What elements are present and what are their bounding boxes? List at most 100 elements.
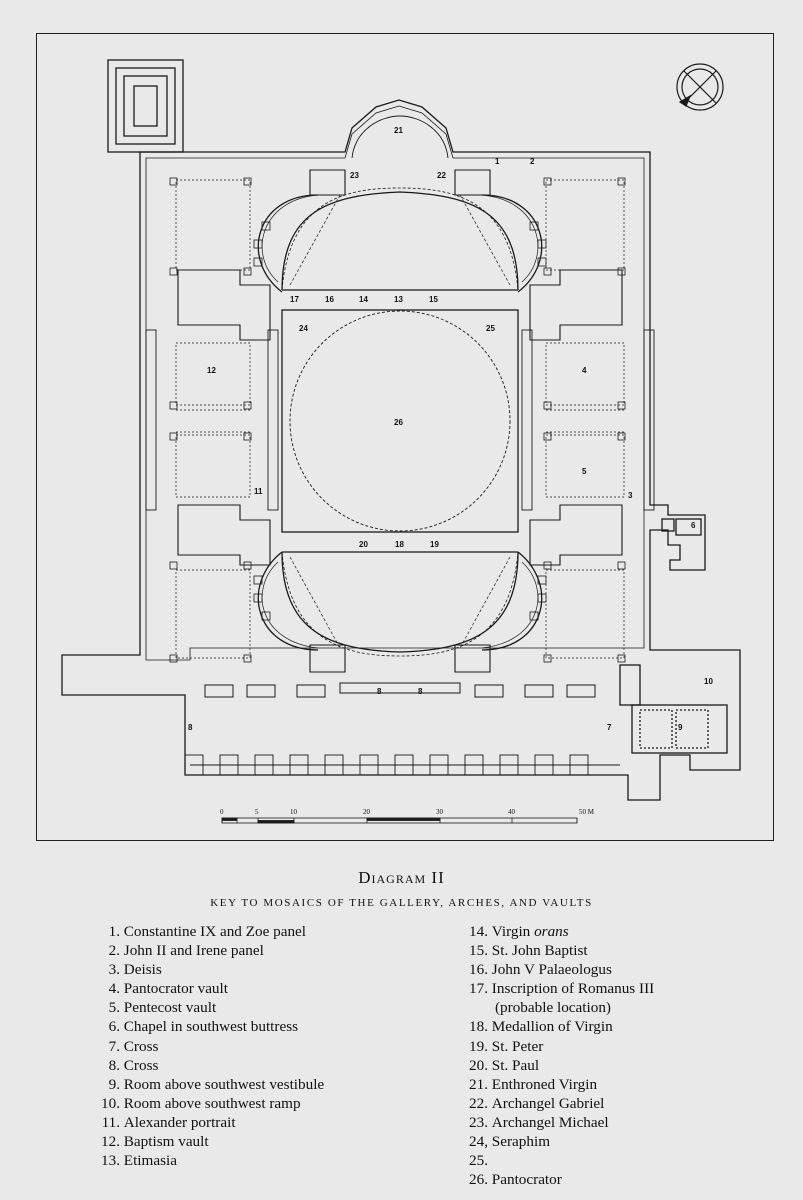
key-number: 23. — [469, 1113, 488, 1131]
key-number: 3. — [108, 961, 120, 979]
key-item: 15.St. John Baptist — [466, 941, 654, 960]
key-number: 24, 25. — [469, 1133, 488, 1170]
key-description-text: Virgin — [491, 923, 531, 940]
key-item: 10.Room above southwest ramp — [100, 1094, 324, 1113]
key-description-text: Inscription of Romanus III — [491, 980, 655, 998]
key-description-text: Pantocrator — [491, 1171, 562, 1189]
key-item: 3.Deisis — [100, 960, 324, 979]
key-description-text: Baptism vault — [123, 1133, 209, 1151]
key-number: 7. — [108, 1037, 120, 1055]
key-description: Enthroned Virgin — [488, 1075, 597, 1094]
scale-label: 10 — [290, 808, 298, 816]
plan-label: 17 — [290, 295, 299, 304]
key-description-text: Pentecost vault — [123, 999, 217, 1017]
key-description-text: Constantine IX and Zoe panel — [123, 923, 306, 940]
key-item: 8.Cross — [100, 1056, 324, 1075]
key-number: 20. — [469, 1056, 488, 1074]
plan-label: 19 — [430, 540, 439, 549]
key-number: 13. — [101, 1152, 120, 1170]
key-item: 9.Room above southwest vestibule — [100, 1075, 325, 1094]
key-description-text: Room above southwest vestibule — [123, 1075, 325, 1093]
plan-label: 12 — [207, 366, 216, 375]
north-semidome — [281, 191, 519, 291]
key-description-text: Seraphim — [491, 1133, 551, 1151]
scale-bar — [221, 817, 578, 824]
key-number: 8. — [108, 1056, 120, 1074]
vault-bays — [175, 179, 625, 659]
scale-label: 0 — [220, 808, 224, 816]
key-description: Pantocrator — [488, 1170, 562, 1189]
key-number: 4. — [108, 980, 120, 998]
key-item: 20.St. Paul — [466, 1056, 654, 1075]
plan-label: 8 — [418, 687, 423, 696]
plan-label: 1 — [495, 157, 500, 166]
key-description: Room above southwest ramp — [120, 1094, 301, 1113]
key-description-text: Archangel Gabriel — [491, 1094, 605, 1112]
key-description: Baptism vault — [120, 1132, 209, 1151]
plan-label: 8 — [377, 687, 382, 696]
plan-label: 18 — [395, 540, 404, 549]
scale-label: 40 — [508, 808, 516, 816]
plan-label: 6 — [691, 521, 696, 530]
plan-label: 24 — [299, 324, 308, 333]
key-item: 14.Virgin orans — [466, 922, 654, 941]
plan-label: 20 — [359, 540, 368, 549]
key-description-text: Alexander portrait — [123, 1113, 236, 1131]
key-description-text: Enthroned Virgin — [491, 1075, 598, 1093]
key-number: 17. — [469, 980, 488, 998]
key-item: 26.Pantocrator — [466, 1170, 654, 1189]
key-number: 12. — [101, 1133, 120, 1151]
floor-plan: 1 2 3 4 5 6 7 8 8 8 9 10 11 12 13 14 15 … — [61, 59, 741, 824]
key-number: 10. — [101, 1094, 120, 1112]
key-item: 18.Medallion of Virgin — [466, 1017, 654, 1036]
key-description: Pantocrator vault — [120, 979, 228, 998]
compass-north-arrow-icon — [676, 63, 724, 111]
northwest-minaret — [107, 59, 184, 153]
key-description-text: John II and Irene panel — [123, 942, 264, 960]
plan-label: 26 — [394, 418, 403, 427]
key-description-text: Pantocrator vault — [123, 980, 228, 998]
key-description-text: Chapel in southwest buttress — [123, 1018, 299, 1036]
key-item: 23.Archangel Michael — [466, 1113, 654, 1132]
key-description: Seraphim — [488, 1132, 550, 1170]
key-item: 5.Pentecost vault — [100, 998, 324, 1017]
southwest-buttress-chapel — [675, 518, 702, 536]
key-description: Cross — [120, 1037, 159, 1056]
key-number: 26. — [469, 1171, 488, 1189]
key-description: Alexander portrait — [120, 1113, 236, 1132]
key-number: 5. — [108, 999, 120, 1017]
key-item: 21.Enthroned Virgin — [466, 1075, 654, 1094]
key-item: 13.Etimasia — [100, 1151, 324, 1170]
key-item: 16.John V Palaeologus — [466, 960, 654, 979]
key-item-continuation: (probable location) — [495, 999, 611, 1017]
key-number: 16. — [469, 961, 488, 979]
plan-label: 2 — [530, 157, 535, 166]
key-description-text: St. John Baptist — [491, 942, 588, 960]
plan-label: 4 — [582, 366, 587, 375]
plan-label: 21 — [394, 126, 403, 135]
plan-label: 25 — [486, 324, 495, 333]
key-number: 9. — [108, 1075, 120, 1093]
scale-label: 30 — [436, 808, 444, 816]
key-description: St. Peter — [488, 1037, 543, 1056]
plan-label: 16 — [325, 295, 334, 304]
scale-label: 5 — [255, 808, 259, 816]
key-description: St. Paul — [488, 1056, 539, 1075]
plan-label: 8 — [188, 723, 193, 732]
key-item: 24, 25.Seraphim — [466, 1132, 654, 1170]
main-piers — [177, 169, 623, 673]
key-description: John V Palaeologus — [488, 960, 612, 979]
key-description: St. John Baptist — [488, 941, 588, 960]
key-description: Medallion of Virgin — [488, 1017, 613, 1036]
plan-label: 3 — [628, 491, 633, 500]
key-item: 11.Alexander portrait — [100, 1113, 324, 1132]
plan-label: 11 — [254, 487, 263, 496]
key-item: 22.Archangel Gabriel — [466, 1094, 654, 1113]
key-item: 12.Baptism vault — [100, 1132, 324, 1151]
key-description: Pentecost vault — [120, 998, 216, 1017]
south-semidome — [281, 551, 519, 653]
scale-label: 20 — [363, 808, 371, 816]
plan-label: 15 — [429, 295, 438, 304]
